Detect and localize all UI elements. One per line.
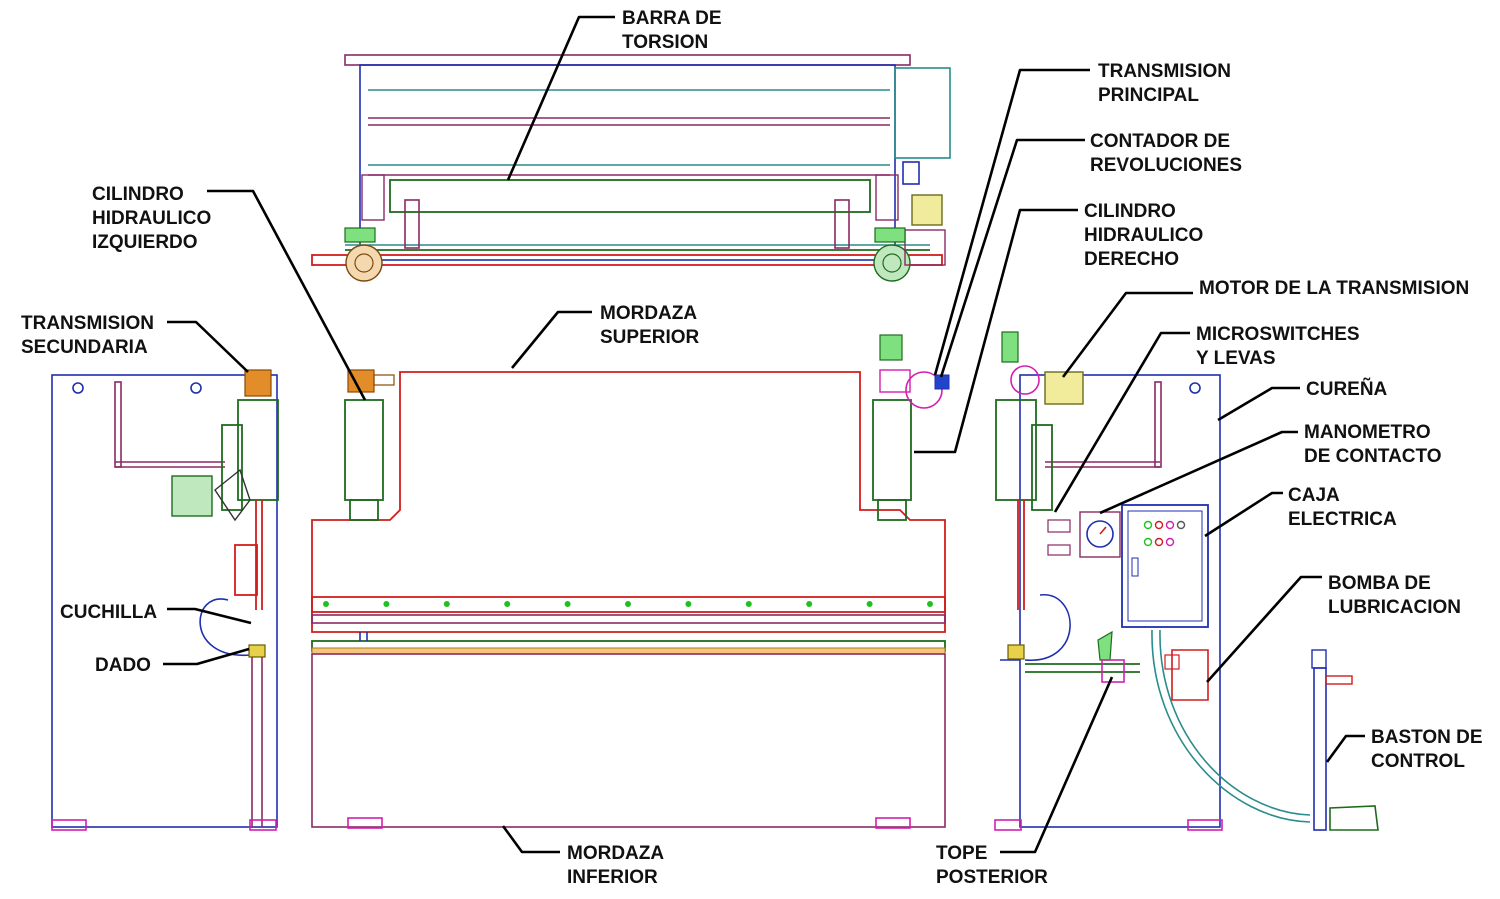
upper-jaw-rivets [323, 601, 933, 607]
leader-cilindro-derecho [914, 208, 1078, 454]
electrical-box [1121, 504, 1209, 628]
top-view-upper-beam [344, 54, 911, 66]
top-view-housing [894, 67, 951, 159]
upper-jaw [311, 371, 946, 633]
right-pulley [873, 244, 911, 282]
jaw-rivet [625, 601, 631, 607]
leader-cilindro-izquierdo [207, 189, 367, 401]
leader-bomba-lubricacion [1206, 575, 1322, 683]
leader-mordaza-inferior [501, 825, 560, 854]
right-side-view [994, 331, 1379, 831]
leader-baston-control [1325, 734, 1365, 763]
leader-cuchilla [167, 607, 252, 625]
back-gauge-stop [1101, 659, 1125, 683]
leader-caja-electrica [1204, 491, 1283, 538]
leader-barra-torsion [506, 15, 615, 181]
jaw-rivet [443, 601, 450, 607]
leader-microswitches [1053, 331, 1190, 513]
top-view-assembly [311, 54, 951, 282]
torsion-bar [389, 179, 871, 213]
top-view-frame [359, 64, 896, 261]
leader-manometro [1099, 430, 1298, 515]
foot-pedal [1329, 805, 1379, 831]
leader-transmision-principal [933, 68, 1090, 376]
leader-mordaza-superior [510, 310, 592, 369]
left-side-cylinder [237, 399, 279, 501]
right-side-cylinder [995, 399, 1037, 501]
label-dado: DADO [95, 655, 151, 676]
leader-dado [163, 647, 250, 666]
lower-jaw [311, 653, 946, 828]
leader-tope-posterior [1000, 676, 1114, 854]
left-hydraulic-cylinder [344, 399, 384, 501]
left-side-view [51, 369, 279, 831]
jaw-rivet [504, 601, 511, 607]
top-view-base-rail [311, 254, 943, 266]
leader-motor-transmision [1061, 291, 1193, 378]
label-cuchilla: CUCHILLA [60, 602, 157, 623]
front-view [311, 334, 950, 829]
jaw-rivet [685, 601, 692, 607]
jaw-rivet [866, 601, 873, 607]
main-transmission-gear [905, 371, 943, 409]
jaw-rivet [383, 601, 390, 607]
left-side-gear-box [171, 475, 213, 517]
jaw-rivet [564, 601, 571, 607]
jaw-rivet [927, 601, 933, 607]
leader-contador-revoluciones [939, 138, 1085, 378]
label-curena: CUREÑA [1306, 378, 1388, 400]
leader-transmision-secundaria [167, 320, 249, 373]
secondary-transmission [244, 369, 272, 397]
lubrication-hose [1151, 629, 1311, 823]
left-side-frame [51, 374, 278, 828]
left-die [248, 644, 266, 658]
right-hydraulic-cylinder [872, 399, 912, 501]
leader-lines [163, 15, 1365, 854]
top-view-motor [911, 194, 943, 226]
jaw-rivet [745, 601, 752, 607]
jaw-rivet [323, 601, 329, 607]
control-baton [1313, 667, 1327, 831]
right-side-frame [1019, 374, 1221, 828]
label-motor-transmision: MOTOR DE LA TRANSMISION [1199, 278, 1469, 299]
jaw-rivet [806, 601, 813, 607]
upper-jaw-blade-strip [311, 596, 946, 613]
left-pulley [345, 244, 383, 282]
lubrication-pump [1171, 649, 1209, 701]
leader-curena [1217, 386, 1300, 422]
